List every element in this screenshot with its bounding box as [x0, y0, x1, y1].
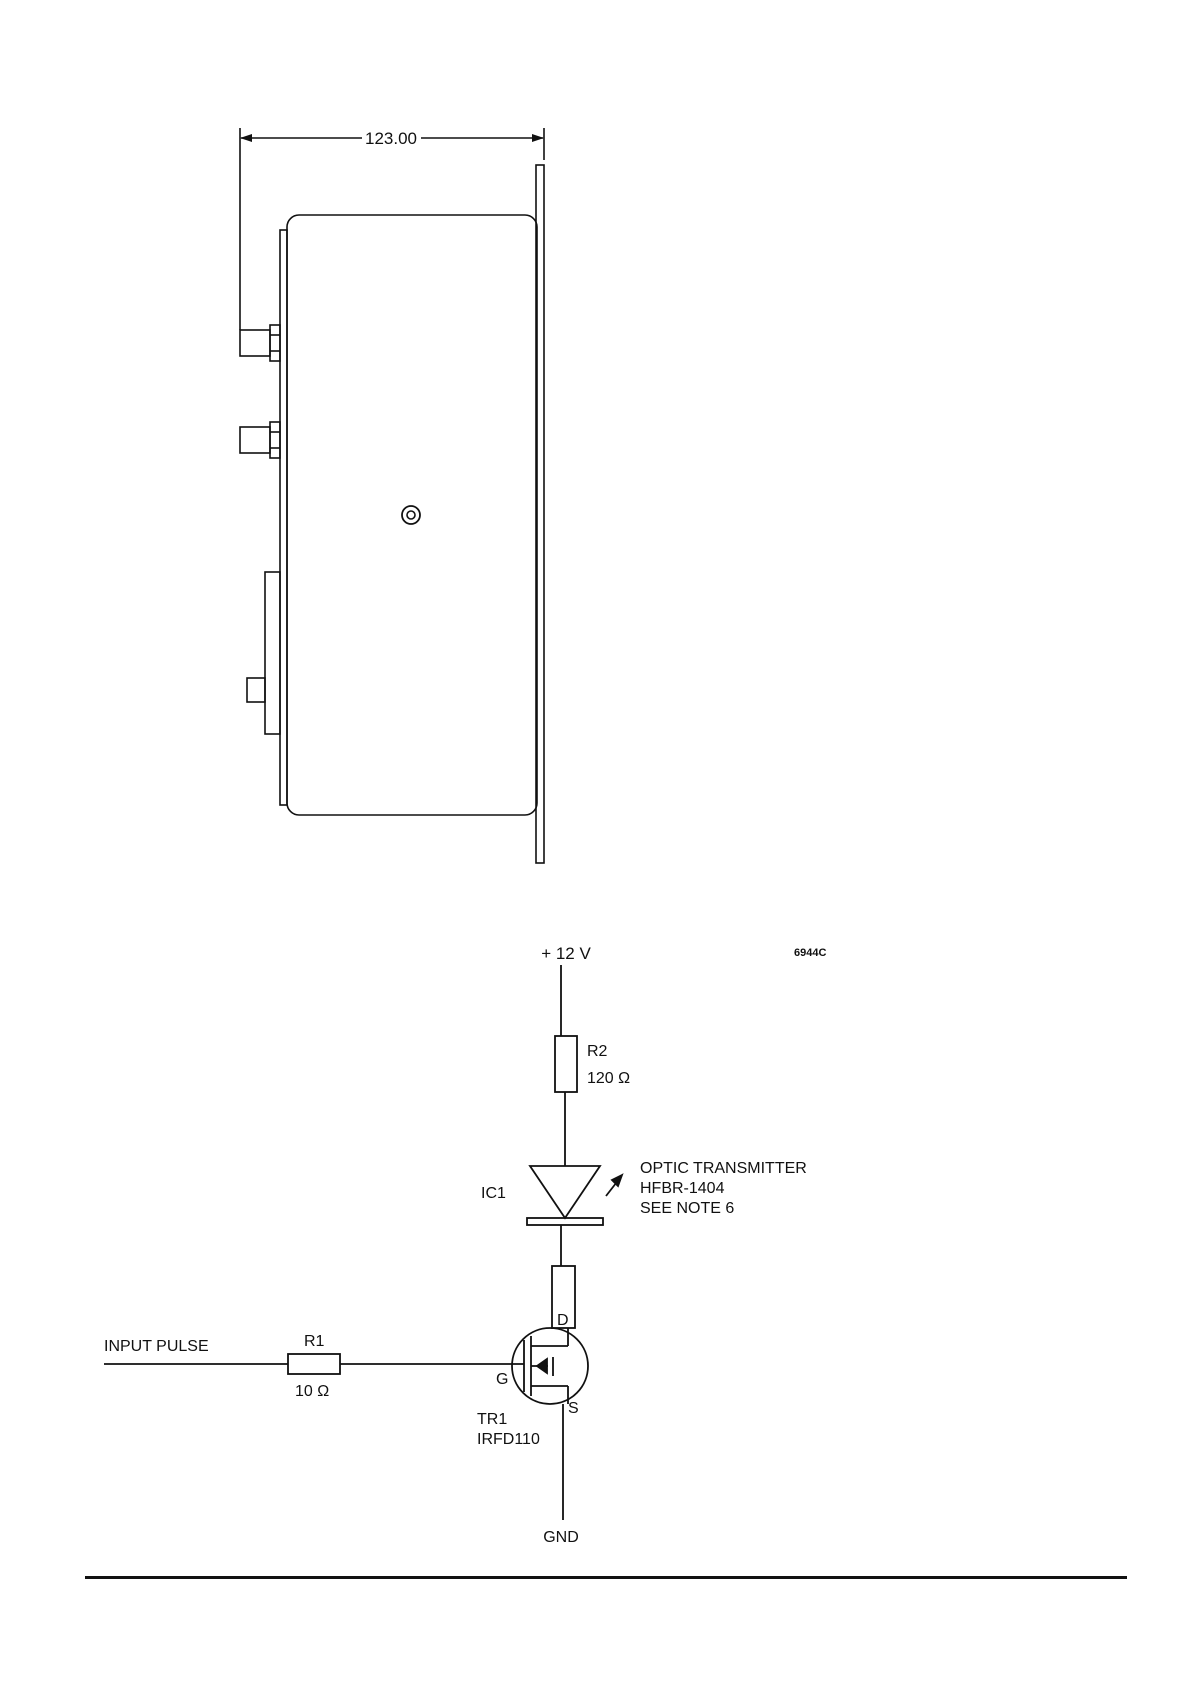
- dimension-label: 123.00: [365, 129, 417, 148]
- tr1-name: TR1: [477, 1411, 507, 1428]
- supply-label: + 12 V: [541, 944, 591, 963]
- connector-lower: [247, 572, 280, 734]
- r2-name: R2: [587, 1043, 608, 1060]
- ic1-name: IC1: [481, 1185, 506, 1202]
- transmitter-line1: OPTIC TRANSMITTER: [640, 1160, 807, 1177]
- gnd-label: GND: [543, 1529, 579, 1546]
- screw-icon: [402, 506, 420, 524]
- enclosure-side-view: [240, 128, 544, 863]
- resistor-r2: [555, 1036, 577, 1092]
- r1-value: 10 Ω: [295, 1383, 329, 1400]
- connector-middle: [240, 422, 280, 458]
- enclosure-body: [287, 215, 537, 815]
- footer-rule: [85, 1576, 1127, 1579]
- pin-d: D: [557, 1312, 569, 1329]
- tr1-part: IRFD110: [477, 1431, 540, 1448]
- pin-s: S: [568, 1400, 579, 1417]
- transmitter-line2: HFBR-1404: [640, 1180, 725, 1197]
- r1-name: R1: [304, 1333, 325, 1350]
- r2-value: 120 Ω: [587, 1070, 630, 1087]
- connector-upper: [240, 325, 280, 361]
- resistor-r1: [288, 1354, 340, 1374]
- drawing-ref: 6944C: [794, 947, 826, 959]
- schematic: [104, 965, 622, 1520]
- pin-g: G: [496, 1371, 508, 1388]
- diode-ic1: [530, 1166, 600, 1218]
- transmitter-line3: SEE NOTE 6: [640, 1200, 734, 1217]
- input-label: INPUT PULSE: [104, 1338, 209, 1355]
- front-panel: [280, 230, 287, 805]
